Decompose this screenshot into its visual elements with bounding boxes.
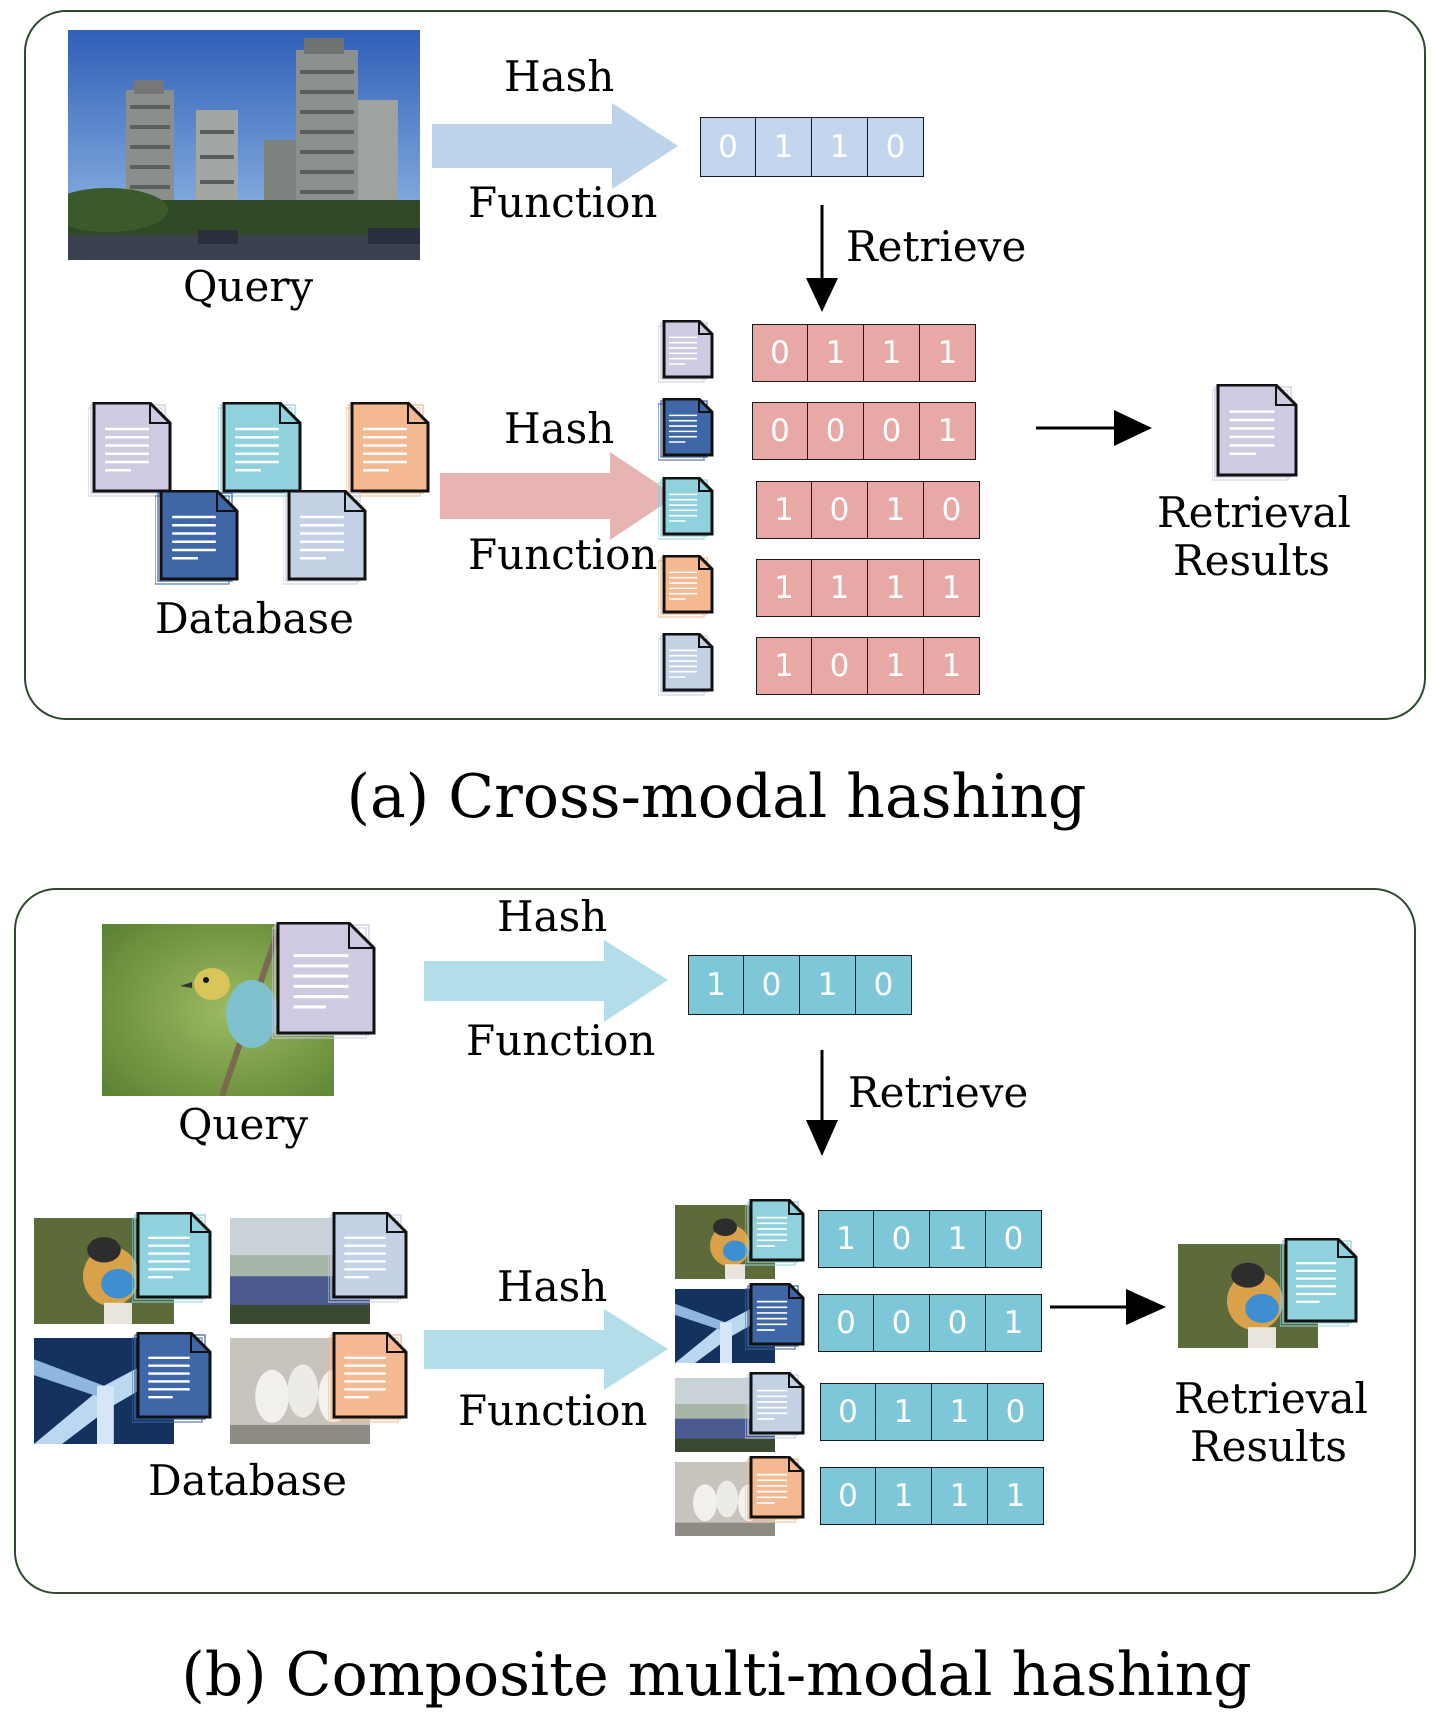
query-code-b-bit-3: 0 [856,955,912,1015]
results-label-a-line1: Retrieval [1157,488,1351,537]
caption-b: (b) Composite multi-modal hashing [181,1640,1252,1710]
results-label-b-line2: Results [1190,1422,1347,1471]
row-code-b-2-bit-2: 1 [932,1383,988,1441]
row-code-b-2-bit-3: 0 [988,1383,1044,1441]
row-code-a-3-bit-1: 1 [812,559,868,617]
query-code-b-bit-1: 0 [744,955,800,1015]
database-label-b: Database [148,1456,347,1505]
row-code-a-0-bit-2: 1 [864,324,920,382]
row-code-a-1-bit-3: 1 [920,402,976,460]
row-code-a-4-bit-3: 1 [924,637,980,695]
row-code-b-0-bit-2: 1 [930,1210,986,1268]
database-doc-a-3 [154,489,243,590]
query-doc-b-icon [271,921,380,1044]
row-code-a-4-bit-2: 1 [868,637,924,695]
row-code-a-3-bit-2: 1 [868,559,924,617]
row-code-a-1-bit-1: 0 [808,402,864,460]
database-doc-a-4 [282,489,371,590]
database-doc-a-2 [345,401,434,502]
database-doc-b-1 [327,1211,412,1308]
retrieve-label-a: Retrieve [846,222,1027,271]
row-code-b-1-bit-2: 0 [930,1294,986,1352]
database-doc-b-3 [327,1331,412,1428]
function-label-b-bottom: Function [458,1386,648,1435]
row-doc-a-3 [657,554,718,623]
row-code-a-4-bit-0: 1 [756,637,812,695]
row-doc-a-1 [657,397,718,466]
row-code-b-0-bit-3: 0 [986,1210,1042,1268]
result-doc-a [1211,383,1302,486]
hash-label-b-top: Hash [497,892,608,941]
row-doc-a-2 [657,476,718,545]
row-code-a-0-bit-1: 1 [808,324,864,382]
row-code-b-3-bit-2: 1 [932,1467,988,1525]
row-code-b-2-bit-0: 0 [820,1383,876,1441]
query-code-a-bit-2: 1 [812,117,868,177]
row-code-b-0-bit-1: 0 [874,1210,930,1268]
hash-label-b-bottom: Hash [497,1262,608,1311]
row-code-b-3-bit-1: 1 [876,1467,932,1525]
query-code-b-bit-2: 1 [800,955,856,1015]
retrieve-label-b: Retrieve [848,1068,1029,1117]
row-code-a-3-bit-0: 1 [756,559,812,617]
results-label-a-line2: Results [1173,536,1330,585]
row-doc-b-0 [744,1198,809,1271]
row-code-a-0-bit-3: 1 [920,324,976,382]
row-code-a-2-bit-2: 1 [868,481,924,539]
query-label-b: Query [178,1100,309,1149]
row-doc-a-0 [657,319,718,388]
query-code-a-bit-3: 0 [868,117,924,177]
row-code-b-1-bit-3: 1 [986,1294,1042,1352]
row-doc-b-1 [744,1282,809,1355]
function-label-a-top: Function [468,178,658,227]
row-code-a-2-bit-1: 0 [812,481,868,539]
row-doc-a-4 [657,632,718,701]
database-doc-a-0 [87,401,176,502]
row-code-a-1-bit-2: 0 [864,402,920,460]
row-doc-b-2 [744,1371,809,1444]
results-label-b-line1: Retrieval [1174,1374,1368,1423]
caption-a: (a) Cross-modal hashing [346,762,1087,832]
hash-label-a-top: Hash [504,52,615,101]
query-code-a-bit-0: 0 [700,117,756,177]
query-code-b-bit-0: 1 [688,955,744,1015]
row-code-b-0-bit-0: 1 [818,1210,874,1268]
row-code-a-3-bit-3: 1 [924,559,980,617]
row-code-a-0-bit-0: 0 [752,324,808,382]
query-photo-buildings [68,30,420,260]
row-code-b-2-bit-1: 1 [876,1383,932,1441]
database-doc-b-0 [131,1211,216,1308]
query-code-a-bit-1: 1 [756,117,812,177]
row-code-b-3-bit-3: 1 [988,1467,1044,1525]
query-label-a: Query [183,262,314,311]
result-doc-b [1279,1237,1362,1332]
database-label-a: Database [155,594,354,643]
function-label-a-bottom: Function [468,530,658,579]
row-doc-b-3 [744,1455,809,1528]
row-code-b-1-bit-1: 0 [874,1294,930,1352]
row-code-a-4-bit-1: 0 [812,637,868,695]
database-doc-b-2 [131,1331,216,1428]
database-doc-a-1 [217,401,306,502]
hash-label-a-bottom: Hash [504,404,615,453]
row-code-b-3-bit-0: 0 [820,1467,876,1525]
row-code-a-1-bit-0: 0 [752,402,808,460]
row-code-a-2-bit-0: 1 [756,481,812,539]
function-label-b-top: Function [466,1016,656,1065]
row-code-b-1-bit-0: 0 [818,1294,874,1352]
row-code-a-2-bit-3: 0 [924,481,980,539]
